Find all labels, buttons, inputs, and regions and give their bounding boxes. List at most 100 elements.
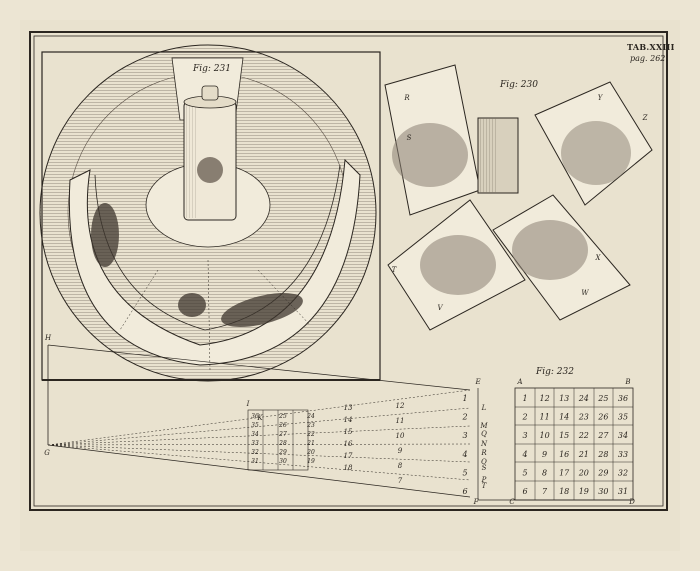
page-reference: pag. 262. xyxy=(630,54,668,63)
small-grid-number: 32 xyxy=(251,449,259,456)
grid-cell: 16 xyxy=(559,450,569,459)
middle-column2-number: 18 xyxy=(344,464,353,472)
point-letter: A xyxy=(516,378,522,386)
middle-column-number: 11 xyxy=(396,417,405,425)
small-grid-number: 26 xyxy=(278,422,287,429)
small-grid-number: 27 xyxy=(278,431,287,438)
grid-cell: 12 xyxy=(540,394,550,403)
point-letter: F xyxy=(473,498,480,506)
middle-column2-number: 15 xyxy=(344,428,353,436)
grid-cell: 22 xyxy=(578,431,589,440)
grid-cell: 14 xyxy=(559,413,569,422)
point-letter: L xyxy=(481,404,487,412)
plate-inner-border xyxy=(33,35,664,507)
small-grid-number: 28 xyxy=(278,440,287,447)
small-grid-number: 36 xyxy=(251,413,259,420)
point-letter: E xyxy=(474,378,480,386)
grid-cell: 20 xyxy=(578,468,589,477)
small-grid-number: 21 xyxy=(306,440,315,447)
left-column-number: 3 xyxy=(462,431,467,440)
point-letter: D xyxy=(628,498,635,506)
grid-cell: 5 xyxy=(522,468,527,477)
fig230-label: Fig: 230 xyxy=(500,80,538,90)
grid-cell: 2 xyxy=(521,413,527,422)
grid-cell: 21 xyxy=(578,450,589,459)
small-grid-number: 25 xyxy=(278,413,287,420)
left-column-number: 4 xyxy=(461,450,467,459)
middle-column-number: 8 xyxy=(398,462,403,470)
fig230-letter: V xyxy=(437,304,443,312)
grid-cell: 31 xyxy=(618,487,628,496)
grid-cell: 34 xyxy=(618,431,628,440)
point-letter: M xyxy=(479,422,488,430)
grid-cell: 32 xyxy=(618,468,628,477)
grid-cell: 27 xyxy=(597,431,609,440)
grid-cell: 33 xyxy=(618,450,628,459)
grid-cell: 15 xyxy=(559,431,569,440)
middle-column-number: 12 xyxy=(396,402,405,410)
point-letter: G xyxy=(44,449,50,457)
middle-column2-number: 17 xyxy=(344,452,353,460)
grid-cell: 26 xyxy=(597,413,608,422)
left-column-number: 6 xyxy=(462,487,467,496)
grid-cell: 17 xyxy=(559,468,570,477)
fig230-letter: R xyxy=(403,94,410,102)
small-grid-number: 30 xyxy=(279,458,287,465)
fig230-letter: S xyxy=(407,134,412,142)
plate-title: TAB.XXIII xyxy=(627,42,675,52)
grid-cell: 1 xyxy=(522,394,527,403)
grid-cell: 29 xyxy=(597,468,608,477)
point-letter: Q xyxy=(481,430,487,438)
fig230-letter: Y xyxy=(598,94,604,102)
fig231-drawing xyxy=(39,44,381,382)
small-grid-number: 33 xyxy=(251,440,259,447)
grid-cell: 6 xyxy=(522,487,527,496)
grid-cell: 7 xyxy=(542,487,548,496)
grid-cell: 9 xyxy=(542,450,547,459)
middle-column2-number: 13 xyxy=(344,404,353,412)
left-column-number: 5 xyxy=(462,468,467,477)
middle-column2-number: 14 xyxy=(344,416,353,424)
fig230-drawing xyxy=(384,64,653,331)
fig231-label: Fig: 231 xyxy=(193,64,231,74)
grid-cell: 25 xyxy=(597,394,608,403)
left-column-number: 2 xyxy=(461,413,467,422)
point-letter: C xyxy=(509,498,515,506)
small-grid-number: 35 xyxy=(251,422,259,429)
point-letter: B xyxy=(624,378,630,386)
point-letter: R xyxy=(480,449,487,457)
grid-cell: 4 xyxy=(521,450,527,459)
small-grid-number: 22 xyxy=(306,431,315,438)
middle-column-number: 10 xyxy=(396,432,405,440)
grid-cell: 35 xyxy=(618,413,628,422)
fig232-label: Fig: 232 xyxy=(536,367,574,377)
fig230-letter: X xyxy=(595,254,602,262)
small-grid-number: 31 xyxy=(251,458,259,465)
point-letter: N xyxy=(480,440,488,448)
grid-cell: 8 xyxy=(542,468,547,477)
middle-column-number: 7 xyxy=(398,477,403,485)
middle-column2-number: 16 xyxy=(344,440,353,448)
small-grid-number: 20 xyxy=(306,449,315,456)
middle-column-number: 9 xyxy=(398,447,403,455)
small-grid-number: 23 xyxy=(306,422,315,429)
small-grid-number: 24 xyxy=(306,413,315,420)
point-letter: K xyxy=(256,414,263,422)
grid-cell: 11 xyxy=(540,413,550,422)
point-letter: S xyxy=(482,464,487,472)
grid-cell: 23 xyxy=(578,413,589,422)
point-letter: O xyxy=(481,458,487,466)
grid-cell: 10 xyxy=(540,431,550,440)
fig230-letter: T xyxy=(392,266,398,274)
grid-cell: 30 xyxy=(598,487,608,496)
fig232-drawing xyxy=(47,344,634,501)
point-letter: P xyxy=(481,476,487,484)
grid-cell: 3 xyxy=(522,431,527,440)
small-grid-number: 29 xyxy=(278,449,287,456)
plate-outer-border xyxy=(29,31,668,511)
grid-cell: 19 xyxy=(579,487,589,496)
grid-cell: 13 xyxy=(559,394,569,403)
fig230-letter: W xyxy=(581,289,589,297)
